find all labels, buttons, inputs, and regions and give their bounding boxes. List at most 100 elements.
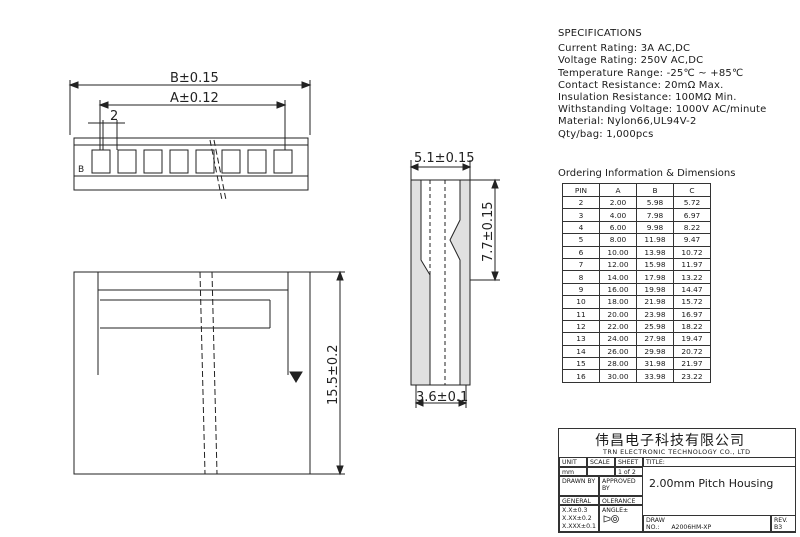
spec-line: Temperature Range: -25℃ ~ +85℃ bbox=[558, 67, 744, 79]
table-cell: 10.00 bbox=[599, 245, 637, 259]
table-cell: 15.72 bbox=[673, 295, 711, 309]
revision-cell: REV. B3 bbox=[771, 515, 795, 532]
top-view bbox=[68, 80, 312, 201]
table-cell: 9 bbox=[562, 282, 600, 297]
general-label: GENERAL bbox=[559, 496, 599, 505]
table-cell: 25.98 bbox=[636, 319, 674, 334]
table-cell: 21.97 bbox=[673, 357, 711, 371]
table-cell: 9.47 bbox=[673, 233, 711, 247]
table-cell: 10.72 bbox=[673, 245, 711, 259]
spec-line: Withstanding Voltage: 1000V AC/minute bbox=[558, 104, 767, 116]
dim-overall-width: B±0.15 bbox=[170, 71, 219, 86]
scale-value bbox=[587, 467, 615, 476]
header-c: C bbox=[673, 183, 711, 197]
table-cell: 14.00 bbox=[599, 270, 637, 284]
dim-pitch-width: A±0.12 bbox=[170, 91, 219, 106]
sheet-label: SHEET bbox=[615, 457, 643, 467]
table-cell: 6 bbox=[562, 245, 600, 259]
table-cell: 12 bbox=[562, 319, 600, 334]
table-cell: 28.00 bbox=[599, 357, 637, 371]
table-cell: 18.22 bbox=[673, 319, 711, 334]
table-cell: 2 bbox=[562, 195, 600, 210]
tolerance-2: X.XX±0.2 bbox=[562, 515, 592, 522]
table-cell: 2.00 bbox=[599, 195, 637, 210]
table-cell: 12.00 bbox=[599, 257, 637, 272]
table-cell: 8.22 bbox=[673, 220, 711, 235]
spec-line: Current Rating: 3A AC,DC bbox=[558, 43, 691, 55]
dim-housing-width: 5.1±0.15 bbox=[414, 151, 475, 166]
table-cell: 3 bbox=[562, 208, 600, 222]
specifications: SPECIFICATIONS Current Rating: 3A AC,DC … bbox=[558, 28, 767, 141]
projection-symbol-icon bbox=[603, 515, 619, 523]
table-cell: 15 bbox=[562, 357, 600, 371]
unit-label: UNIT bbox=[559, 457, 587, 467]
drawing-number: A2006HM-XP bbox=[671, 524, 712, 531]
approved-by-label: APPROVED BY bbox=[599, 476, 643, 496]
unit-value: mm bbox=[559, 467, 587, 476]
table-cell: 20.00 bbox=[599, 307, 637, 321]
angle-label: ANGLE± bbox=[602, 507, 629, 514]
table-cell: 27.98 bbox=[636, 332, 674, 346]
table-cell: 23.22 bbox=[673, 369, 711, 383]
table-cell: 6.97 bbox=[673, 208, 711, 222]
table-cell: 19.98 bbox=[636, 282, 674, 297]
scale-label: SCALE bbox=[587, 457, 615, 467]
table-cell: 8.00 bbox=[599, 233, 637, 247]
table-cell: 19.47 bbox=[673, 332, 711, 346]
ordering-title: Ordering Information & Dimensions bbox=[558, 168, 736, 179]
table-cell: 7.98 bbox=[636, 208, 674, 222]
table-cell: 18.00 bbox=[599, 295, 637, 309]
front-view bbox=[73, 270, 345, 476]
spec-heading: SPECIFICATIONS bbox=[558, 28, 642, 39]
table-cell: 16 bbox=[562, 369, 600, 383]
table-cell: 21.98 bbox=[636, 295, 674, 309]
header-b: B bbox=[636, 183, 674, 197]
spec-line: Contact Resistance: 20mΩ Max. bbox=[558, 79, 724, 91]
table-cell: 5.98 bbox=[636, 195, 674, 210]
table-header-row: PIN A B C bbox=[562, 183, 711, 197]
table-cell: 26.00 bbox=[599, 344, 637, 359]
table-cell: 14.47 bbox=[673, 282, 711, 297]
no-label: NO.: bbox=[646, 524, 660, 531]
drawing-number-cell: DRAW NO.: A2006HM-XP bbox=[643, 515, 771, 532]
draw-label: DRAW bbox=[646, 517, 665, 524]
tolerance-values: X.X±0.3 X.XX±0.2 X.XXX±0.1 bbox=[559, 505, 599, 532]
table-cell: 13.22 bbox=[673, 270, 711, 284]
angle-cell: ANGLE± bbox=[599, 505, 643, 532]
table-cell: 16.00 bbox=[599, 282, 637, 297]
table-cell: 22.00 bbox=[599, 319, 637, 334]
table-cell: 23.98 bbox=[636, 307, 674, 321]
dim-side-label: B bbox=[78, 165, 84, 175]
tolerance-label: OLERANCE bbox=[599, 496, 643, 505]
table-cell: 31.98 bbox=[636, 357, 674, 371]
dim-bottom-width: 3.6±0.1 bbox=[416, 390, 468, 405]
table-cell: 6.00 bbox=[599, 220, 637, 235]
tolerance-3: X.XXX±0.1 bbox=[562, 523, 596, 530]
table-cell: 24.00 bbox=[599, 332, 637, 346]
spec-line: Qty/bag: 1,000pcs bbox=[558, 128, 654, 140]
spec-line: Voltage Rating: 250V AC,DC bbox=[558, 55, 704, 67]
sheet-value: 1 of 2 bbox=[615, 467, 643, 476]
company-name-en: TRN ELECTRONIC TECHNOLOGY CO., LTD bbox=[603, 448, 751, 456]
company-name-cn: 伟昌电子科技有限公司 bbox=[595, 433, 745, 449]
table-cell: 16.97 bbox=[673, 307, 711, 321]
drawing-title: 2.00mm Pitch Housing bbox=[649, 477, 774, 490]
table-cell: 7 bbox=[562, 257, 600, 272]
table-cell: 4.00 bbox=[599, 208, 637, 222]
table-cell: 13.98 bbox=[636, 245, 674, 259]
header-pin: PIN bbox=[562, 183, 600, 197]
header-a: A bbox=[599, 183, 637, 197]
